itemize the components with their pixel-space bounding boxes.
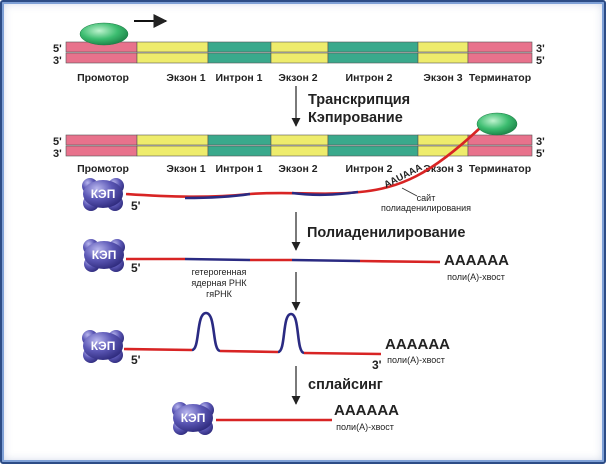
- poly-a-label-3: поли(А)-хвост: [387, 355, 445, 365]
- dna-bottom-exon-3-upper: [417, 134, 469, 146]
- hnrna-label-1: гетерогенная: [192, 267, 247, 277]
- dna-top-intron-1-lower: [207, 52, 272, 64]
- dna-bottom-label-intron-2: Интрон 2: [346, 163, 393, 175]
- rna-3-5prime: 5': [131, 353, 141, 367]
- nascent-rna-intron-1: [184, 192, 251, 200]
- hnrna-exon-3: [359, 259, 441, 264]
- dna-bottom-exon-3-lower: [417, 145, 469, 157]
- dna-top-intron-2-lower: [327, 52, 419, 64]
- hnrna-intron-2: [291, 258, 361, 263]
- rna-polymerase-start: [79, 22, 129, 46]
- dna-bottom-label-exon-1: Экзон 1: [166, 163, 205, 175]
- poly-a-tail-2: AAAAAA: [444, 252, 509, 269]
- dna-top-labels: Промотор Экзон 1 Интрон 1 Экзон 2 Интрон 2 Эк…: [77, 72, 531, 84]
- dna-bottom-terminator-lower: [467, 145, 533, 157]
- dna-top-3prime-lower: 3': [53, 55, 62, 67]
- dna-bottom-label-promoter: Промотор: [77, 163, 129, 175]
- dna-bottom-label-exon-2: Экзон 2: [278, 163, 317, 175]
- dna-top-label-terminator: Терминатор: [469, 72, 531, 84]
- looped-rna: [123, 311, 382, 356]
- dna-bottom-intron-2-lower: [327, 145, 419, 157]
- dna-top-label-intron-2: Интрон 2: [346, 72, 393, 84]
- dna-top-exon-2-upper: [270, 41, 329, 53]
- dna-top-3prime-upper: 3': [536, 43, 545, 55]
- poly-a-site-label-2: полиаденилирования: [381, 203, 471, 213]
- looped-rna-exon-3: [303, 351, 382, 356]
- poly-a-label-2: поли(А)-хвост: [447, 272, 505, 282]
- dna-bottom-intron-2-upper: [327, 134, 419, 146]
- dna-bottom-3prime-upper: 3': [536, 136, 545, 148]
- dna-top-5prime-upper: 5': [53, 43, 62, 55]
- hnrna-label-2: ядерная РНК: [191, 278, 247, 288]
- cap-1: КЭП: [82, 178, 124, 211]
- poly-a-site-pointer: [401, 187, 418, 197]
- dna-bottom-exon-1-upper: [136, 134, 209, 146]
- dna-top-label-intron-1: Интрон 1: [216, 72, 263, 84]
- dna-top-exon-1-lower: [136, 52, 209, 64]
- dna-bottom-segments: [65, 134, 533, 157]
- dna-bottom-exon-1-lower: [136, 145, 209, 157]
- dna-bottom-terminator-upper: [467, 134, 533, 146]
- step-splicing-label: сплайсинг: [308, 377, 383, 393]
- dna-bottom-intron-1-lower: [207, 145, 272, 157]
- dna-bottom: 5' 3' 3' 5' Промотор Экзон 1 Интрон 1 Экзон…: [53, 134, 545, 175]
- dna-top-intron-2-upper: [327, 41, 419, 53]
- dna-top-label-exon-2: Экзон 2: [278, 72, 317, 84]
- cap-3: КЭП: [82, 330, 124, 363]
- intron-loop-1: [191, 311, 221, 353]
- poly-a-site-label-1: сайт: [417, 193, 436, 203]
- rna-1-5prime: 5': [131, 199, 141, 213]
- dna-bottom-intron-1-upper: [207, 134, 272, 146]
- looped-rna-exon-2: [219, 349, 279, 354]
- rna-polymerase-end: [476, 112, 518, 136]
- poly-a-label-4: поли(А)-хвост: [336, 422, 394, 432]
- dna-top-5prime-lower: 5': [536, 55, 545, 67]
- step-polyadenylation-label: Полиаденилирование: [307, 225, 465, 241]
- hnrna: [126, 257, 441, 264]
- looped-rna-exon-1: [123, 347, 193, 352]
- dna-top-exon-3-lower: [417, 52, 469, 64]
- dna-top: 5' 3' 3' 5' Промотор Экзон 1 Интрон 1 Экзон…: [53, 41, 545, 84]
- rna-2-5prime: 5': [131, 261, 141, 275]
- dna-top-exon-3-upper: [417, 41, 469, 53]
- poly-a-tail-4: AAAAAA: [334, 402, 399, 419]
- cap-2: КЭП: [83, 239, 125, 272]
- dna-bottom-promoter-lower: [65, 145, 138, 157]
- dna-top-segments: [65, 41, 533, 64]
- dna-bottom-5prime-upper: 5': [53, 136, 62, 148]
- poly-a-tail-3: AAAAAA: [385, 336, 450, 353]
- rna-3-3prime: 3': [372, 358, 382, 372]
- dna-top-exon-1-upper: [136, 41, 209, 53]
- step-capping-label: Кэпирование: [308, 110, 403, 126]
- nascent-rna-intron-2: [291, 190, 359, 197]
- dna-top-exon-2-lower: [270, 52, 329, 64]
- dna-top-terminator-lower: [467, 52, 533, 64]
- dna-top-label-exon-3: Экзон 3: [423, 72, 462, 84]
- cap-3-label: КЭП: [91, 339, 116, 353]
- dna-bottom-5prime-lower: 5': [536, 148, 545, 160]
- dna-bottom-3prime-lower: 3': [53, 148, 62, 160]
- cap-4: КЭП: [172, 402, 214, 435]
- cap-4-label: КЭП: [181, 411, 206, 425]
- dna-top-label-promoter: Промотор: [77, 72, 129, 84]
- step-transcription-label: Транскрипция: [308, 92, 410, 108]
- hnrna-label-3: гяРНК: [206, 289, 233, 299]
- dna-top-promoter-lower: [65, 52, 138, 64]
- intron-loop-2: [277, 312, 305, 355]
- cap-1-label: КЭП: [91, 187, 116, 201]
- dna-bottom-exon-2-upper: [270, 134, 329, 146]
- dna-top-terminator-upper: [467, 41, 533, 53]
- dna-bottom-label-intron-1: Интрон 1: [216, 163, 263, 175]
- dna-top-label-exon-1: Экзон 1: [166, 72, 205, 84]
- dna-top-intron-1-upper: [207, 41, 272, 53]
- dna-bottom-label-terminator: Терминатор: [469, 163, 531, 175]
- dna-bottom-promoter-upper: [65, 134, 138, 146]
- dna-bottom-exon-2-lower: [270, 145, 329, 157]
- cap-2-label: КЭП: [92, 248, 117, 262]
- hnrna-intron-1: [184, 257, 251, 262]
